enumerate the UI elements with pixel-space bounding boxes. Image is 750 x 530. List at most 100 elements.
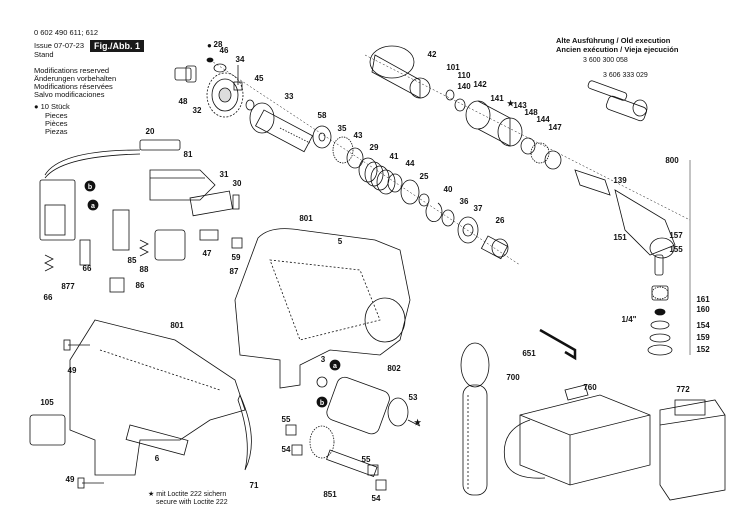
part-142-sleeve (465, 100, 523, 147)
callout-0: 28 (214, 40, 223, 49)
marker-b-letter: b (88, 184, 92, 191)
circle-a-marker-icon (87, 199, 99, 211)
old-exec-line-1: Alte Ausführung / Old execution (556, 36, 671, 45)
mods-line-2: Änderungen vorbehalten (34, 74, 117, 83)
circle-b-marker-icon (84, 180, 96, 192)
callout-31: 157 (669, 231, 683, 240)
callout-12: 44 (406, 159, 415, 168)
callout-28: 800 (665, 156, 679, 165)
callout-40: 85 (128, 256, 137, 265)
old-exec-adapter-1 (587, 80, 628, 101)
part-49-screw-lower (77, 477, 104, 489)
callout-6: 33 (285, 92, 294, 101)
callout-63: 700 (506, 373, 520, 382)
part-54-washer-upper (291, 444, 303, 456)
part-148-ring (520, 137, 536, 155)
callout-48: 801 (170, 321, 184, 330)
part-number: 0 602 490 611; 612 (34, 28, 99, 37)
part-40-circlip (425, 202, 443, 223)
callout-57: 55 (282, 415, 291, 424)
callout-39: 87 (230, 267, 239, 276)
callout-5: 45 (255, 74, 264, 83)
callout-69: 159 (696, 333, 710, 342)
marker-a-motor-letter: a (333, 363, 337, 370)
part-32-gear (206, 72, 244, 118)
part-81-switch-wires (149, 169, 216, 201)
part-161-bit-holder (651, 285, 669, 301)
part-31-board (189, 190, 233, 217)
part-87-block (231, 237, 243, 249)
callout-14: 40 (444, 185, 453, 194)
part-36-ring (441, 209, 455, 227)
callout-23: 141 (490, 94, 504, 103)
part-877-contacts (39, 179, 76, 241)
part-59-switch (154, 229, 186, 261)
callout-61: 54 (372, 494, 381, 503)
callout-49: 49 (68, 366, 77, 375)
callout-54: 53 (409, 393, 418, 402)
old-exec-part-2: 3 606 333 029 (603, 72, 648, 79)
part-58-washer (312, 125, 332, 149)
callout-51: 6 (155, 454, 160, 463)
callout-53: 3 (321, 355, 326, 364)
part-33-spindle (249, 102, 314, 153)
callout-18: 42 (428, 50, 437, 59)
callout-21: 140 (457, 82, 471, 91)
callout-17: 26 (496, 216, 505, 225)
callout-29: 139 (613, 176, 627, 185)
part-139-angle-bit (574, 169, 676, 259)
callout-38: 59 (232, 253, 241, 262)
mods-line-3: Modifications réservées (34, 82, 113, 91)
part-30-screw (232, 194, 240, 210)
part-86-clip (109, 277, 125, 293)
part-35-bearing (332, 136, 354, 164)
part-47-clip (199, 229, 219, 241)
pieces-line-2: Pieces (45, 111, 68, 120)
callout-27: 147 (548, 123, 562, 132)
callout-13: 25 (420, 172, 429, 181)
marker-a-letter: a (91, 203, 95, 210)
part-28-ball (206, 57, 214, 63)
callout-4: 32 (193, 106, 202, 115)
callout-25: 148 (524, 108, 538, 117)
part-160-ball (654, 308, 666, 316)
callout-41: 88 (140, 265, 149, 274)
issue-date: 07-07-23 (54, 41, 85, 50)
star-loctite-icon: ★ (148, 491, 155, 498)
callout-56: 71 (250, 481, 259, 490)
callout-71: 1/4" (622, 315, 637, 324)
part-42-gear-housing (369, 45, 431, 99)
callout-10: 29 (370, 143, 379, 152)
callout-9: 43 (354, 131, 363, 140)
callout-35: 31 (220, 170, 229, 179)
callout-66: 161 (696, 295, 710, 304)
part-37-bearing (457, 216, 479, 244)
part-41-disc (387, 173, 403, 193)
callout-67: 160 (696, 305, 710, 314)
callout-50: 105 (40, 398, 54, 407)
old-exec-adapter-2 (605, 95, 648, 122)
callout-34: 81 (184, 150, 193, 159)
callout-59: 851 (323, 490, 337, 499)
part-20-cable (44, 139, 181, 179)
callout-26: 144 (536, 115, 550, 124)
assembly-axis-line (209, 59, 521, 266)
pieces-line-3: Pièces (45, 119, 68, 128)
part-88-spring (139, 239, 149, 257)
callout-24: 143 (513, 101, 527, 110)
callout-64: 760 (583, 383, 597, 392)
callout-36: 30 (233, 179, 242, 188)
callout-62: 651 (522, 349, 536, 358)
callout-19: 101 (446, 63, 460, 72)
old-exec-line-2: Ancien exécution / Vieja ejecución (556, 45, 679, 54)
part-85-spring-holder (112, 209, 130, 251)
callout-2: 34 (236, 55, 245, 64)
part-6-label (125, 424, 189, 456)
callout-45: 66 (44, 293, 53, 302)
bullet-dot-icon: ● (34, 102, 39, 111)
callout-15: 36 (460, 197, 469, 206)
part-144-bearing (530, 142, 550, 164)
part-55-bushing-lower (367, 464, 379, 476)
part-154-ring (650, 320, 670, 330)
part-54-washer-lower (375, 479, 387, 491)
